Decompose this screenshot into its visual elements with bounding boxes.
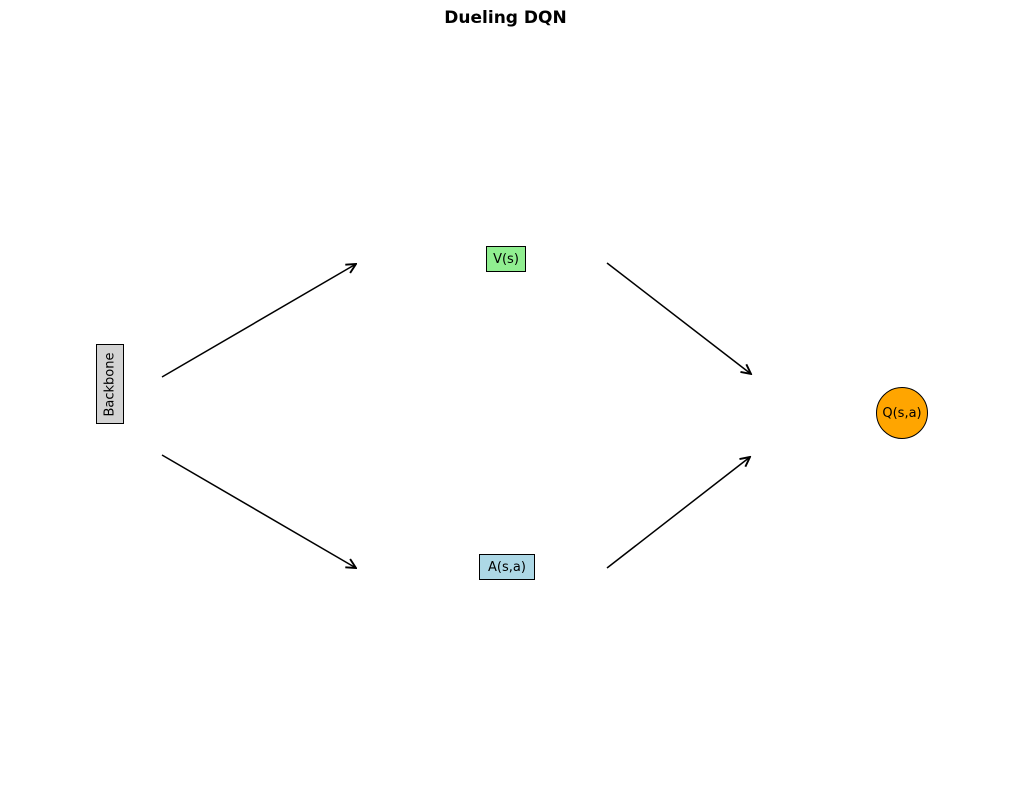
- backbone-node: Backbone: [96, 344, 124, 424]
- edge-advantage-to-q: [606, 457, 750, 569]
- advantage-node: A(s,a): [479, 554, 535, 580]
- edge-value-to-q: [606, 262, 751, 374]
- diagram-title: Dueling DQN: [444, 8, 567, 28]
- q-output-node-label: Q(s,a): [882, 405, 922, 421]
- value-node-label: V(s): [493, 251, 519, 267]
- edge-backbone-to-advantage: [161, 454, 356, 568]
- backbone-node-label: Backbone: [102, 351, 118, 417]
- edge-backbone-to-value: [161, 264, 356, 378]
- advantage-node-label: A(s,a): [488, 559, 526, 575]
- value-node: V(s): [486, 246, 526, 272]
- q-output-node: Q(s,a): [876, 387, 928, 439]
